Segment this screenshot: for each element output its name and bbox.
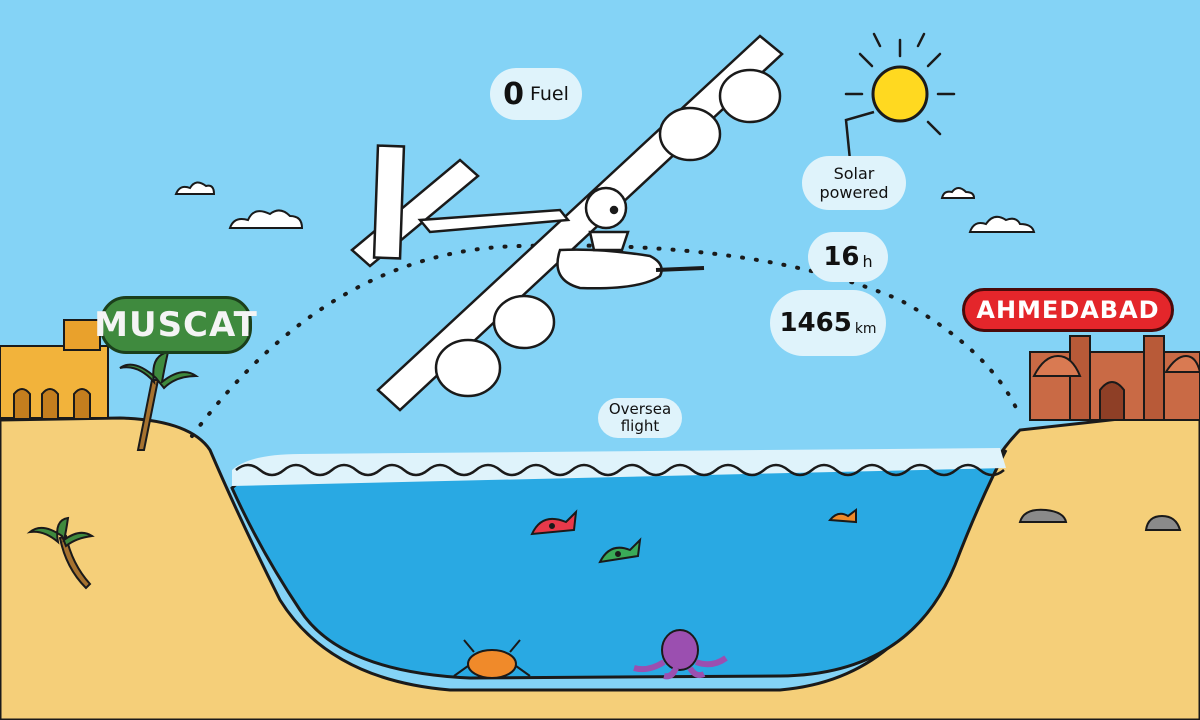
palm-tree-icon (26, 516, 95, 590)
duration-unit: h (862, 251, 873, 271)
solar-line-2: powered (819, 183, 889, 202)
palace-icon (1029, 335, 1200, 421)
distance-unit: km (854, 321, 877, 337)
oversea-line-1: Oversea (608, 400, 672, 418)
duration-value: 16 (823, 242, 860, 272)
rock-icon (1018, 508, 1182, 531)
oversea-line-2: flight (620, 417, 660, 435)
fort-icon (0, 319, 109, 419)
flight-path (190, 243, 1020, 438)
octopus-icon (633, 629, 728, 680)
oversea-callout: Oversea flight (598, 398, 682, 438)
fuel-callout: 0 Fuel (490, 68, 582, 120)
fish-icon (530, 509, 578, 536)
cloud-icon (228, 209, 304, 229)
cloud-icon (174, 181, 216, 195)
origin-city-badge: MUSCAT (94, 296, 257, 354)
sun-icon (844, 32, 956, 161)
crab-icon (453, 639, 531, 679)
solar-callout: Solar powered (802, 156, 906, 210)
destination-city-badge: AHMEDABAD (962, 288, 1174, 332)
sea-surface (232, 448, 1006, 486)
fish-icon (598, 537, 642, 564)
fuel-value: 0 (503, 76, 524, 112)
duration-callout: 16 h (808, 232, 888, 282)
fish-icon (828, 508, 857, 524)
fuel-label: Fuel (529, 83, 569, 105)
solar-line-1: Solar (833, 164, 875, 183)
solar-plane-icon (350, 34, 784, 412)
cloud-icon (968, 215, 1036, 233)
sea (230, 448, 1008, 680)
distance-value: 1465 (779, 308, 852, 338)
cloud-icon (940, 187, 976, 199)
wave-line (235, 463, 1005, 477)
distance-callout: 1465 km (770, 290, 886, 356)
